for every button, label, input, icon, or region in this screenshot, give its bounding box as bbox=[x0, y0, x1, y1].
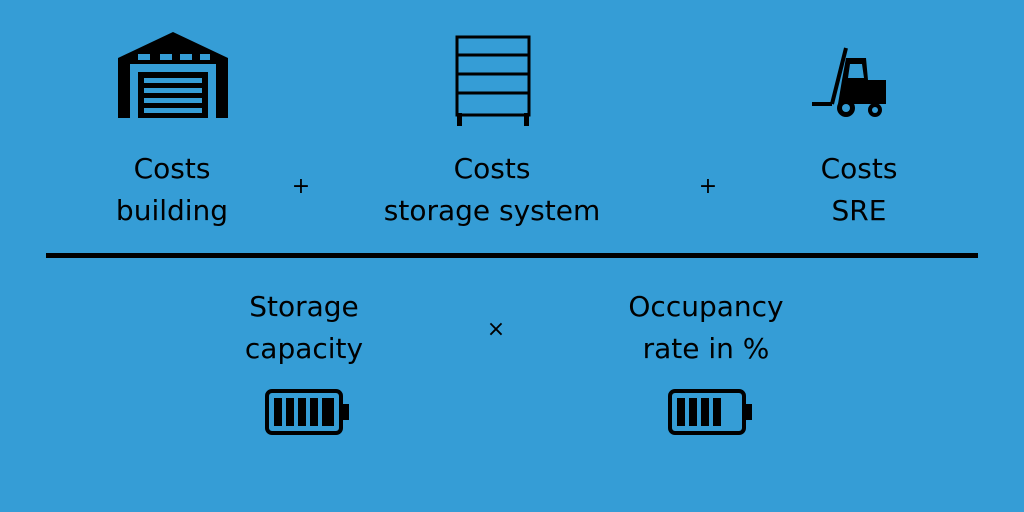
label-line: building bbox=[115, 194, 229, 227]
battery-full-icon bbox=[265, 389, 349, 435]
occupancy-rate-label: Occupancy rate in % bbox=[596, 286, 816, 370]
multiply-operator: × bbox=[486, 317, 506, 342]
cost-building-label: Costs building bbox=[72, 148, 272, 232]
plus-operator: + bbox=[698, 174, 718, 199]
cost-storage-system-label: Costs storage system bbox=[362, 148, 622, 232]
label-line: Costs bbox=[453, 152, 531, 185]
storage-rack-icon bbox=[455, 35, 531, 126]
warehouse-icon bbox=[118, 32, 228, 118]
label-line: storage system bbox=[383, 194, 601, 227]
battery-partial-icon bbox=[668, 389, 752, 435]
fraction-divider bbox=[46, 253, 978, 258]
label-line: Costs bbox=[133, 152, 211, 185]
cost-sre-label: Costs SRE bbox=[769, 148, 949, 232]
label-line: Storage bbox=[249, 290, 359, 323]
label-line: rate in % bbox=[642, 332, 770, 365]
label-line: capacity bbox=[244, 332, 364, 365]
forklift-icon bbox=[812, 47, 886, 117]
label-line: SRE bbox=[831, 194, 887, 227]
label-line: Occupancy bbox=[628, 290, 784, 323]
label-line: Costs bbox=[820, 152, 898, 185]
storage-capacity-label: Storage capacity bbox=[204, 286, 404, 370]
plus-operator: + bbox=[291, 174, 311, 199]
